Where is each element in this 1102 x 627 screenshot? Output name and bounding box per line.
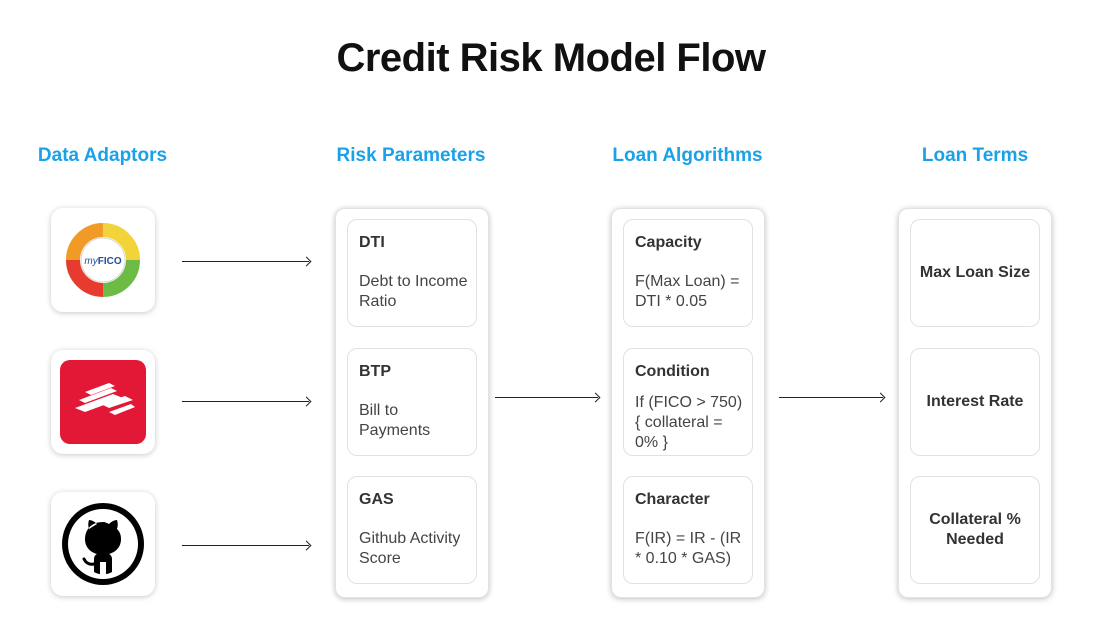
algorithm-label: Capacity	[635, 234, 702, 251]
risk-param-label: DTI	[359, 234, 385, 251]
risk-param-desc: Github Activity Score	[359, 530, 461, 567]
risk-param-card-btp[interactable]: BTP Bill to Payments	[347, 348, 477, 456]
column-heading-loan-terms: Loan Terms	[921, 145, 1029, 166]
arrow-params-to-algorithms	[495, 397, 598, 398]
loan-term-label: Collateral % Needed	[929, 511, 1021, 548]
loan-term-card-max-loan-size[interactable]: Max Loan Size	[910, 219, 1040, 327]
algorithm-card-capacity[interactable]: Capacity F(Max Loan) = DTI * 0.05	[623, 219, 753, 327]
loan-term-label: Max Loan Size	[919, 264, 1031, 281]
risk-param-label: BTP	[359, 363, 391, 380]
svg-text:myFICO: myFICO	[84, 256, 121, 267]
arrow-algorithms-to-terms	[779, 397, 883, 398]
github-logo-icon	[62, 503, 144, 585]
myfico-logo-fico: FICO	[98, 256, 122, 267]
page-title: Credit Risk Model Flow	[336, 36, 766, 80]
column-heading-risk-parameters: Risk Parameters	[336, 145, 486, 166]
algorithm-desc: If (FICO > 750) { collateral = 0% }	[635, 394, 743, 451]
adaptor-github[interactable]	[51, 492, 155, 596]
risk-param-desc: Bill to Payments	[359, 402, 431, 439]
risk-param-card-dti[interactable]: DTI Debt to Income Ratio	[347, 219, 477, 327]
myfico-logo-icon: myFICO	[66, 223, 140, 297]
algorithm-label: Condition	[635, 363, 710, 380]
bank-of-america-logo-icon	[60, 360, 146, 444]
algorithm-desc: F(Max Loan) = DTI * 0.05	[635, 273, 740, 310]
column-heading-data-adaptors: Data Adaptors	[37, 145, 168, 166]
adaptor-myfico[interactable]: myFICO	[51, 208, 155, 312]
risk-param-desc: Debt to Income Ratio	[359, 273, 468, 310]
myfico-logo-my: my	[84, 256, 98, 267]
arrow-myfico-to-params	[182, 261, 309, 262]
algorithm-desc: F(IR) = IR - (IR * 0.10 * GAS)	[635, 530, 742, 567]
loan-term-card-collateral[interactable]: Collateral % Needed	[910, 476, 1040, 584]
risk-param-label: GAS	[359, 491, 394, 508]
risk-param-card-gas[interactable]: GAS Github Activity Score	[347, 476, 477, 584]
adaptor-bank-of-america[interactable]	[51, 350, 155, 454]
algorithm-card-condition[interactable]: Condition If (FICO > 750) { collateral =…	[623, 348, 753, 456]
arrow-bofa-to-params	[182, 401, 309, 402]
loan-terms-panel: Max Loan Size Interest Rate Collateral %…	[898, 208, 1052, 598]
loan-term-label: Interest Rate	[926, 393, 1024, 410]
loan-term-card-interest-rate[interactable]: Interest Rate	[910, 348, 1040, 456]
loan-algorithms-panel: Capacity F(Max Loan) = DTI * 0.05 Condit…	[611, 208, 765, 598]
algorithm-card-character[interactable]: Character F(IR) = IR - (IR * 0.10 * GAS)	[623, 476, 753, 584]
column-heading-loan-algorithms: Loan Algorithms	[612, 145, 763, 166]
algorithm-label: Character	[635, 491, 710, 508]
arrow-github-to-params	[182, 545, 309, 546]
risk-parameters-panel: DTI Debt to Income Ratio BTP Bill to Pay…	[335, 208, 489, 598]
